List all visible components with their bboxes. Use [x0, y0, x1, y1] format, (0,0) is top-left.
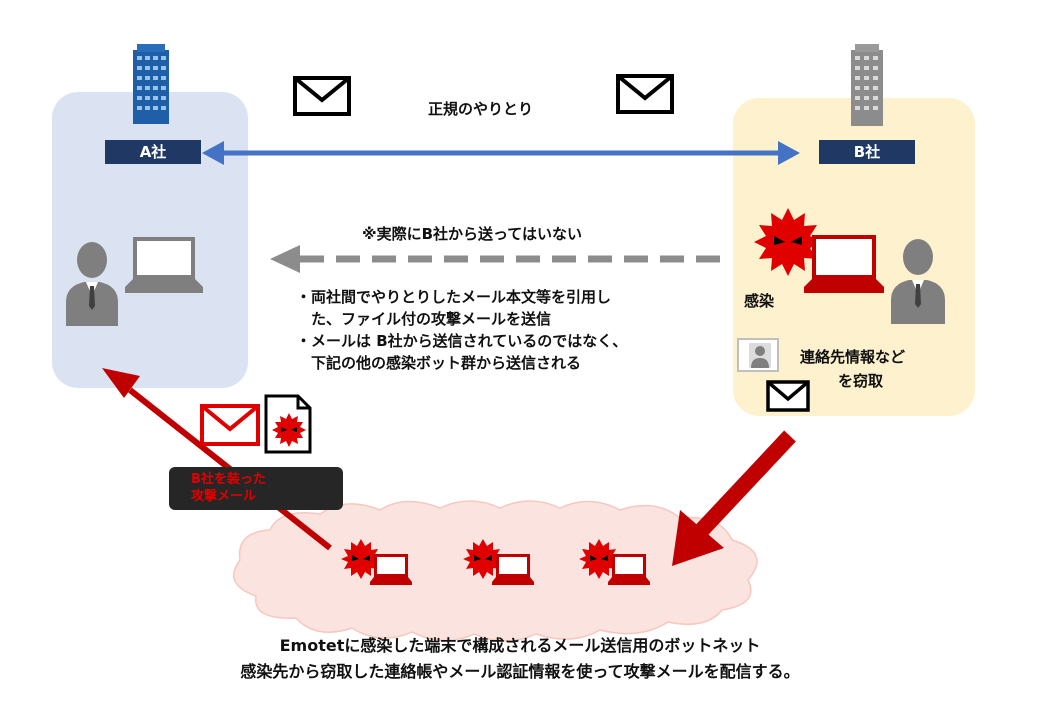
- person-icon: [891, 239, 945, 324]
- company-a-label: A社: [105, 140, 201, 164]
- laptop-icon: [370, 554, 412, 585]
- virus-icon: [579, 539, 619, 579]
- virus-icon: [754, 208, 822, 276]
- steal-label-line-1: 連絡先情報など: [800, 348, 906, 366]
- virus-icon: [272, 413, 306, 447]
- envelope-icon: [293, 76, 351, 116]
- virus-icon: [463, 539, 503, 579]
- caption-line-1: Emotetに感染した端末で構成されるメール送信用のボットネット: [279, 636, 761, 655]
- bullet-line-2: た、ファイル付の攻撃メールを送信: [296, 310, 552, 328]
- bullet-line-4: 下記の他の感染ボット群から送信される: [296, 354, 582, 372]
- person-icon: [66, 242, 118, 326]
- envelope-icon: [766, 380, 810, 412]
- virus-icon: [341, 539, 381, 579]
- company-b-building-icon: [851, 44, 883, 126]
- company-b-label: B社: [819, 140, 915, 164]
- caption-line-2: 感染先から窃取した連絡帳やメール認証情報を使って攻撃メールを配信する。: [240, 662, 800, 681]
- spoofed-mail-note-line-2: 攻撃メール: [191, 489, 257, 504]
- laptop-icon: [608, 554, 650, 585]
- legit-exchange-label: 正規のやりとり: [428, 100, 534, 118]
- envelope-icon: [200, 404, 260, 446]
- spoofed-mail-note-line-1: B社を装った: [191, 472, 266, 487]
- laptop-icon: [804, 235, 884, 293]
- spoofed-mail-note: B社を装った 攻撃メール: [169, 467, 343, 510]
- steal-label-line-2: を窃取: [838, 372, 884, 390]
- not-sent-note: ※実際にB社から送ってはいない: [362, 225, 582, 243]
- bullet-line-1: ・両社間でやりとりしたメール本文等を引用し: [296, 288, 612, 306]
- company-a-building-icon: [133, 44, 169, 124]
- laptop-icon: [492, 554, 534, 585]
- bullet-line-3: ・メールは B社から送信されているのではなく、: [296, 332, 628, 350]
- envelope-icon: [616, 74, 674, 114]
- laptop-icon: [125, 237, 203, 293]
- infected-label: 感染: [744, 292, 775, 310]
- contact-card-icon: [737, 338, 779, 372]
